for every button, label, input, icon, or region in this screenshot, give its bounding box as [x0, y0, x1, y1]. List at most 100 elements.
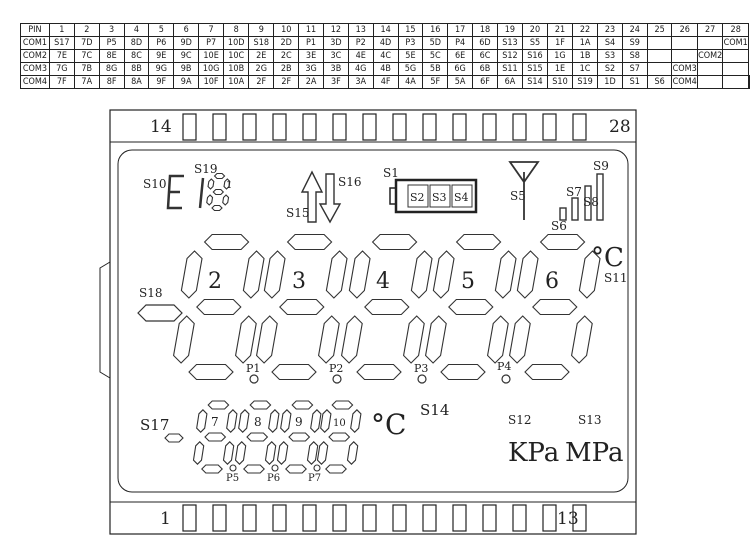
pin-slot — [362, 504, 377, 532]
pin-slot — [242, 504, 257, 532]
seg-label-p3: P3 — [414, 362, 428, 375]
seg-d — [243, 464, 265, 474]
seg-f — [263, 250, 286, 299]
pin-slot — [422, 504, 437, 532]
up-arrow-icon — [300, 170, 324, 223]
pin-cell: 9F — [148, 75, 175, 89]
seg-d — [325, 464, 347, 474]
seg-label-s9: S9 — [593, 159, 609, 173]
unit-kpa: KPa — [508, 438, 559, 468]
seg-f — [432, 250, 455, 299]
decimal-point-p6 — [271, 464, 279, 472]
small-digit-8 — [206, 172, 231, 212]
seg-a — [213, 172, 226, 180]
seg-g — [364, 298, 410, 316]
seg-a — [539, 233, 586, 251]
seg-b — [223, 178, 231, 190]
digit-label-8: 8 — [254, 415, 262, 429]
pin-cell: 1D — [597, 75, 623, 89]
pin-slot — [362, 113, 377, 141]
seg-a — [286, 233, 333, 251]
secondary-digits — [192, 400, 362, 474]
seg-label-s17: S17 — [140, 416, 169, 434]
seg-a — [291, 400, 314, 410]
seg-e — [234, 441, 247, 465]
big-digit-4 — [340, 233, 433, 381]
seg-label-s16: S16 — [338, 175, 362, 189]
pin-cell: 2F — [248, 75, 275, 89]
seg-f — [238, 409, 250, 433]
pin-slot — [452, 113, 467, 141]
seg-c — [402, 315, 425, 364]
seg-label-p4: P4 — [497, 360, 511, 373]
pin-slot — [332, 113, 347, 141]
pin-slot — [302, 504, 317, 532]
pin-cell: S17 — [48, 36, 75, 50]
small-digit-10 — [316, 400, 362, 474]
digit-label-6: 6 — [545, 269, 559, 294]
small-digit-7 — [192, 400, 238, 474]
seg-e — [276, 441, 289, 465]
minus-segment-s18 — [137, 304, 183, 322]
seg-label-s13: S13 — [578, 413, 602, 427]
seg-label-s3: S3 — [432, 191, 447, 204]
lcd-glass-outline — [109, 109, 637, 535]
pin-slot — [392, 113, 407, 141]
seg-a — [331, 400, 354, 410]
pin-cell: 7F — [48, 75, 75, 89]
pin-cell: 10A — [223, 75, 250, 89]
seg-d — [211, 204, 223, 212]
seg-g — [212, 188, 225, 196]
pin-label-28: 28 — [609, 117, 631, 137]
digit-label-4: 4 — [376, 269, 390, 294]
seg-label-s18: S18 — [139, 286, 163, 300]
seg-f — [280, 409, 292, 433]
pin-header-cell: 22 — [572, 23, 599, 37]
seg-b — [350, 409, 362, 433]
pin-cell: S19 — [572, 75, 599, 89]
small-digit-9 — [276, 400, 322, 474]
seg-e — [172, 315, 195, 364]
seg-c — [234, 315, 257, 364]
seg-g — [288, 432, 311, 442]
decimal-point-p2 — [332, 374, 342, 384]
pin-slot — [572, 504, 587, 532]
seg-e — [424, 315, 447, 364]
seg-d — [285, 464, 307, 474]
pin-label-13: 13 — [557, 509, 579, 529]
small-digit-8 — [234, 400, 280, 474]
seg-c — [317, 315, 340, 364]
big-digit-5 — [424, 233, 517, 381]
lcd-view-area — [117, 149, 629, 493]
seg-c — [306, 441, 319, 465]
signal-bar-s6 — [559, 207, 567, 221]
seg-c — [222, 194, 230, 206]
pin-slot — [212, 113, 227, 141]
seg-label-s7: S7 — [566, 185, 582, 199]
seg-e — [192, 441, 205, 465]
seg-label-s12: S12 — [508, 413, 532, 427]
decimal-point-p1 — [249, 374, 259, 384]
main-digits — [172, 233, 601, 384]
seg-b — [310, 409, 322, 433]
digit-label-2: 2 — [208, 269, 222, 294]
pin-cell — [748, 75, 750, 89]
big-digit-6 — [508, 233, 601, 381]
seg-label-s15: S15 — [286, 206, 310, 220]
seg-d — [524, 363, 570, 381]
degree-celsius-small: °C — [371, 408, 406, 441]
seg-a — [203, 233, 250, 251]
pin-cell: 6A — [496, 75, 523, 89]
seg-label-p6: P6 — [267, 473, 280, 484]
seg-a — [455, 233, 502, 251]
signal-bar-s7 — [571, 197, 579, 221]
digit-18-group — [198, 172, 231, 212]
seg-a — [249, 400, 272, 410]
minus-segment-s17 — [164, 433, 184, 443]
digit-label-10: 10 — [333, 418, 346, 429]
seg-e — [340, 315, 363, 364]
pin-cell: S10 — [546, 75, 574, 89]
pin-slot — [512, 504, 527, 532]
